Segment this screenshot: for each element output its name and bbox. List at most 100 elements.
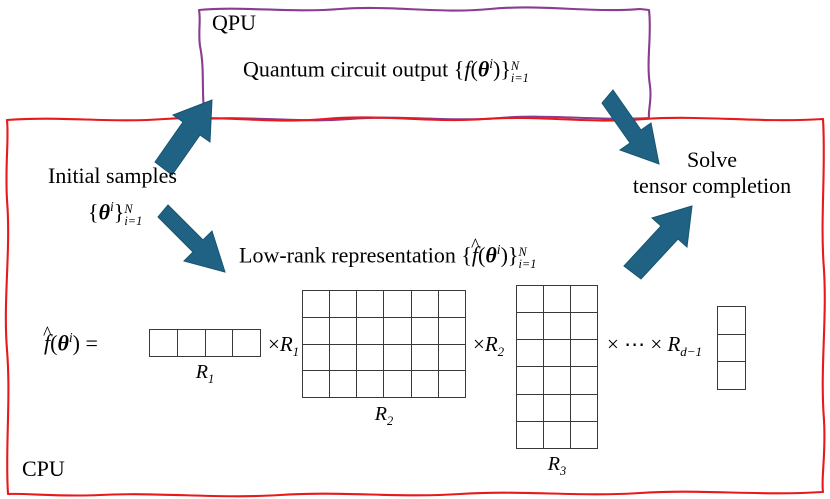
tensor-cell [205, 330, 234, 357]
tensor-cell [384, 317, 412, 345]
set-open-brace: { [88, 199, 99, 225]
paren-open: ( [50, 330, 58, 356]
function-f: f [464, 56, 471, 82]
tensor-cell [303, 317, 331, 345]
times-sign: × [268, 332, 280, 356]
tensor-cell [384, 291, 412, 318]
tensor-cell [303, 371, 331, 398]
tensor-cell [357, 291, 385, 318]
core-vector-1 [149, 329, 261, 357]
tensor-cell [177, 330, 206, 357]
theta-superscript: i [68, 330, 73, 345]
tensor-cell [544, 421, 571, 449]
tensor-cell [411, 344, 439, 372]
core-matrix-3-label: R3 [516, 453, 598, 479]
paren-open: ( [478, 242, 486, 268]
hat-accent: ^ [43, 322, 52, 344]
tensor-cell [330, 317, 358, 345]
theta-symbol: θ [57, 330, 69, 356]
index-sub: i=1 [124, 214, 143, 229]
rank-index: d−1 [680, 344, 703, 360]
times-sign: × [607, 332, 619, 356]
tensor-cell [571, 340, 598, 368]
ellipsis: ⋯ [624, 332, 646, 356]
index-sub: i=1 [518, 257, 537, 272]
arrow-lowrank-to-solve [623, 205, 693, 280]
f-hat: ^f [43, 324, 52, 355]
tensor-cell [571, 286, 598, 314]
tensor-cell [411, 291, 439, 318]
tensor-cell [718, 362, 746, 390]
core-matrix-3 [516, 285, 598, 449]
rank-index: 2 [497, 344, 505, 360]
tensor-cell [330, 371, 358, 398]
tensor-cell [571, 394, 598, 422]
tensor-cell [517, 394, 544, 422]
tensor-cell [303, 291, 331, 318]
tensor-cell [438, 317, 466, 345]
theta-superscript: i [496, 242, 501, 257]
tensor-cell [330, 344, 358, 372]
rank-letter: R [195, 361, 208, 383]
tensor-cell [384, 344, 412, 372]
tensor-cell [517, 340, 544, 368]
tensor-cell [718, 334, 746, 363]
set-open-brace: { [461, 242, 472, 268]
theta-symbol: θ [485, 242, 497, 268]
tensor-cell [571, 313, 598, 341]
paren-close: ) [72, 330, 80, 356]
theta-superscript: i [109, 199, 114, 214]
times-r2-operator: ×R2 [473, 332, 504, 360]
rank-index: 1 [292, 344, 300, 360]
initial-samples-label: Initial samples [48, 163, 177, 188]
paren-close: ) [500, 242, 508, 268]
tensor-cell [544, 286, 571, 314]
paren-close: ) [493, 56, 501, 82]
tensor-cell [438, 371, 466, 398]
index-sup: N [124, 201, 133, 216]
tensor-cell [384, 371, 412, 398]
core-vector-last [717, 306, 746, 390]
times-sign-2: × [650, 332, 663, 356]
cpu-label: CPU [22, 456, 65, 481]
tensor-cell [411, 317, 439, 345]
rank-letter: R [667, 332, 681, 356]
arrow-samples-to-lowrank [157, 204, 226, 273]
rank-letter: R [279, 332, 293, 356]
tensor-cell [544, 394, 571, 422]
function-f: f [471, 242, 479, 268]
solve-line-1: Solve [686, 147, 738, 172]
rank-index: 3 [560, 464, 567, 478]
theta-symbol: θ [477, 56, 490, 82]
set-close-brace: } [500, 56, 511, 82]
tensor-cell [544, 313, 571, 341]
tensor-cell [438, 291, 466, 318]
times-ellipsis-rd-operator: × ⋯ × Rd−1 [607, 332, 702, 360]
hat-accent: ^ [470, 234, 480, 256]
equals-sign: = [85, 330, 98, 356]
tensor-cell [233, 330, 261, 357]
paren-open: ( [470, 56, 478, 82]
tensor-cell [303, 344, 331, 372]
theta-symbol: θ [98, 199, 110, 225]
tensor-cell [517, 286, 544, 314]
core-matrix-2-label: R2 [302, 403, 466, 429]
f-hat: ^f [471, 236, 480, 268]
tensor-cell [438, 344, 466, 372]
rank-letter: R [484, 332, 498, 356]
tensor-cell [544, 340, 571, 368]
tensor-cell [718, 307, 746, 335]
tensor-cell [150, 330, 178, 357]
decomposition-lhs: ^f(θi) = [43, 324, 98, 356]
core-matrix-2 [302, 290, 466, 398]
theta-superscript: i [489, 56, 494, 71]
rank-letter: R [547, 453, 560, 475]
set-close-brace: } [507, 242, 519, 268]
